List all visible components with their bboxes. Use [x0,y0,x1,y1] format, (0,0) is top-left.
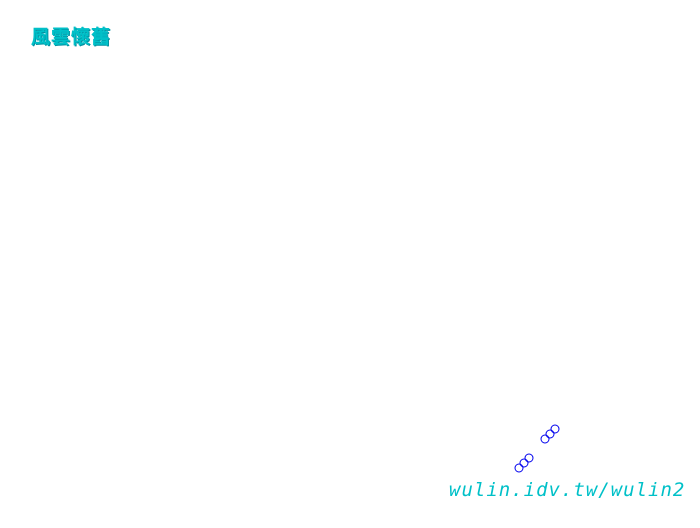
chain-icon [540,424,560,444]
site-title: 風雲懷舊 [31,26,112,48]
chain-icon [514,453,534,473]
site-url-link[interactable]: wulin.idv.tw/wulin2 [449,479,686,501]
